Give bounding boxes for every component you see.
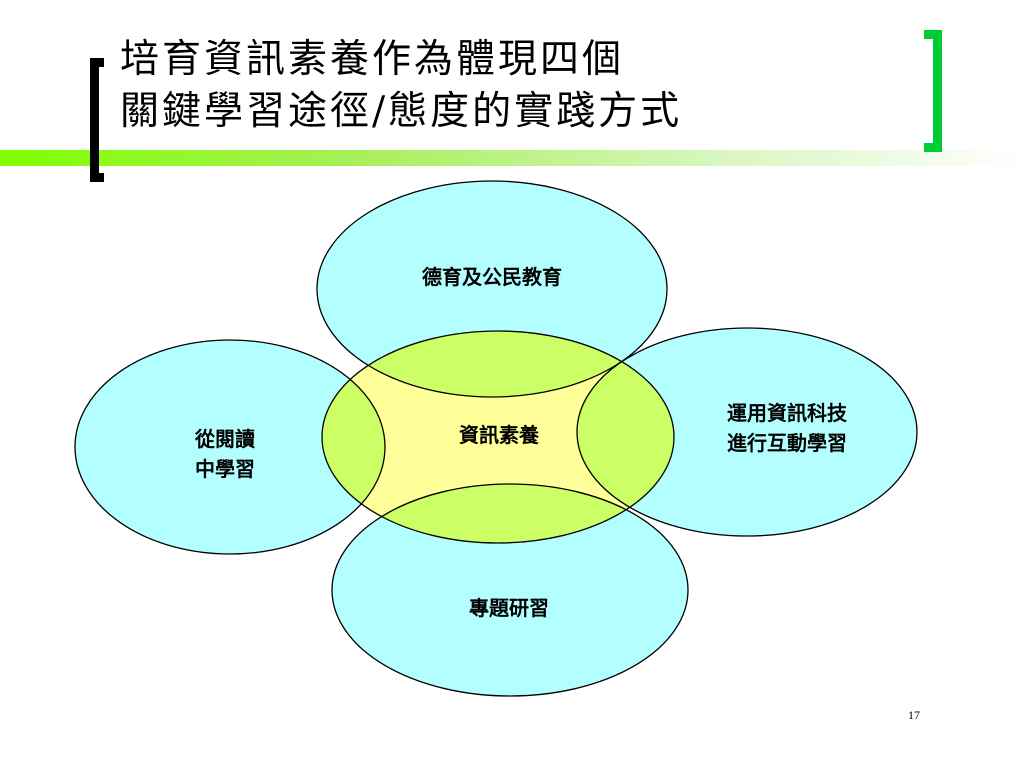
label-center: 資訊素養 [459,423,539,447]
slide-title: 培育資訊素養作為體現四個 關鍵學習途徑/態度的實踐方式 [120,34,682,138]
title-line-2: 關鍵學習途徑/態度的實踐方式 [120,89,683,134]
label-left-line-1: 從閱讀 [195,427,255,451]
title-rule [0,150,1024,166]
label-right-line-1: 運用資訊科技 [727,401,847,425]
label-right-line-2: 進行互動學習 [727,431,847,455]
label-top: 德育及公民教育 [422,265,562,289]
right-bracket-decoration [924,30,942,152]
label-left: 從閱讀 中學習 [160,424,290,484]
label-right: 運用資訊科技 進行互動學習 [692,398,882,458]
label-bottom: 專題研習 [469,596,549,620]
title-line-1: 培育資訊素養作為體現四個 [120,37,625,82]
label-left-line-2: 中學習 [195,457,255,481]
left-bracket-decoration [90,58,104,182]
page-number: 17 [908,708,920,722]
